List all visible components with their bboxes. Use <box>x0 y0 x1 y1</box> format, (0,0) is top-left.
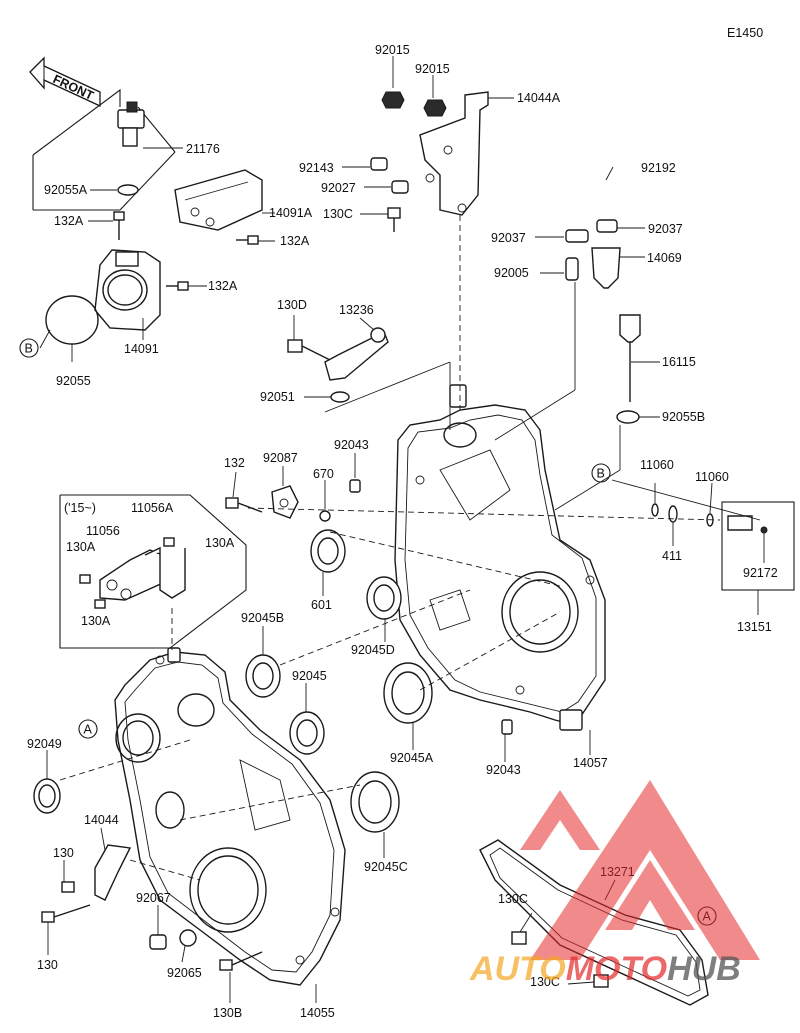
label-92192: 92192 <box>641 161 676 175</box>
label-21176: 21176 <box>186 142 220 156</box>
label-16115: 16115 <box>662 355 696 369</box>
dipstick <box>616 314 641 424</box>
label-92055B: 92055B <box>662 410 705 424</box>
svg-text:A: A <box>84 723 93 737</box>
label-92045A: 92045A <box>390 751 434 765</box>
label-92005: 92005 <box>494 266 529 280</box>
label-92055A: 92055A <box>44 183 88 197</box>
shift-lever <box>287 327 389 403</box>
label-14044: 14044 <box>84 813 119 827</box>
breather-hose <box>565 118 621 289</box>
front-arrow-icon: FRONT <box>29 56 101 108</box>
label-14055: 14055 <box>300 1006 335 1020</box>
label-130C: 130C <box>530 975 560 989</box>
label-11056: 11056 <box>86 524 120 538</box>
label-130B: 130B <box>213 1006 242 1020</box>
label-92087: 92087 <box>263 451 298 465</box>
label-601: 601 <box>311 598 332 612</box>
label-670: 670 <box>313 467 334 481</box>
label-92045B: 92045B <box>241 611 284 625</box>
label-92045C: 92045C <box>364 860 408 874</box>
label-92067: 92067 <box>136 891 171 905</box>
left-case-14055 <box>41 647 346 986</box>
gasket-13271 <box>479 839 709 1006</box>
watermark-logo <box>520 780 760 960</box>
label-411: 411 <box>662 549 682 563</box>
label-130D: 130D <box>277 298 307 312</box>
label-130A: 130A <box>81 614 111 628</box>
watermark-text: AUTOMOTOHUB <box>469 950 741 988</box>
svg-text:B: B <box>597 467 605 481</box>
label-92037: 92037 <box>648 222 683 236</box>
ref-marker-b-left: B <box>19 338 39 358</box>
label-11060: 11060 <box>640 458 674 472</box>
ref-marker-b-right: B <box>591 463 611 483</box>
label-92045: 92045 <box>292 669 327 683</box>
label-14069: 14069 <box>647 251 682 265</box>
label-92043: 92043 <box>486 763 521 777</box>
label-14044A: 14044A <box>517 91 561 105</box>
diagram-code: E1450 <box>727 26 763 40</box>
label-92027: 92027 <box>321 181 356 195</box>
label-130A: 130A <box>66 540 96 554</box>
label-92172: 92172 <box>743 566 778 580</box>
label-130C: 130C <box>498 892 528 906</box>
label-14057: 14057 <box>573 756 608 770</box>
label-130: 130 <box>37 958 58 972</box>
svg-text:B: B <box>25 342 33 356</box>
label-92045D: 92045D <box>351 643 395 657</box>
year-note: ('15~) <box>64 501 96 515</box>
label-92143: 92143 <box>299 161 334 175</box>
label-92049: 92049 <box>27 737 62 751</box>
sensor-bracket-group <box>59 494 247 649</box>
part-labels: 92015 92015 14044A 21176 92143 92192 920… <box>27 43 778 1020</box>
sensor-assembly <box>32 88 263 345</box>
front-label: FRONT <box>51 72 96 103</box>
label-92015: 92015 <box>415 62 450 76</box>
label-132A: 132A <box>54 214 84 228</box>
ref-marker-a-left: A <box>78 719 98 739</box>
label-132: 132 <box>224 456 245 470</box>
label-14091A: 14091A <box>269 206 313 220</box>
label-13151: 13151 <box>737 620 772 634</box>
label-11060: 11060 <box>695 470 729 484</box>
label-92015: 92015 <box>375 43 410 57</box>
label-130A: 130A <box>205 536 235 550</box>
label-92043: 92043 <box>334 438 369 452</box>
bracket-14044A <box>370 91 489 232</box>
label-14091: 14091 <box>124 342 159 356</box>
label-13236: 13236 <box>339 303 374 317</box>
label-132A: 132A <box>280 234 310 248</box>
label-92051: 92051 <box>260 390 295 404</box>
label-11056A: 11056A <box>131 501 174 515</box>
label-130: 130 <box>53 846 74 860</box>
label-130C: 130C <box>323 207 353 221</box>
label-92065: 92065 <box>167 966 202 980</box>
bearings <box>33 479 513 833</box>
label-132A: 132A <box>208 279 238 293</box>
label-92055: 92055 <box>56 374 91 388</box>
right-case-14057 <box>394 384 606 731</box>
label-92037: 92037 <box>491 231 526 245</box>
